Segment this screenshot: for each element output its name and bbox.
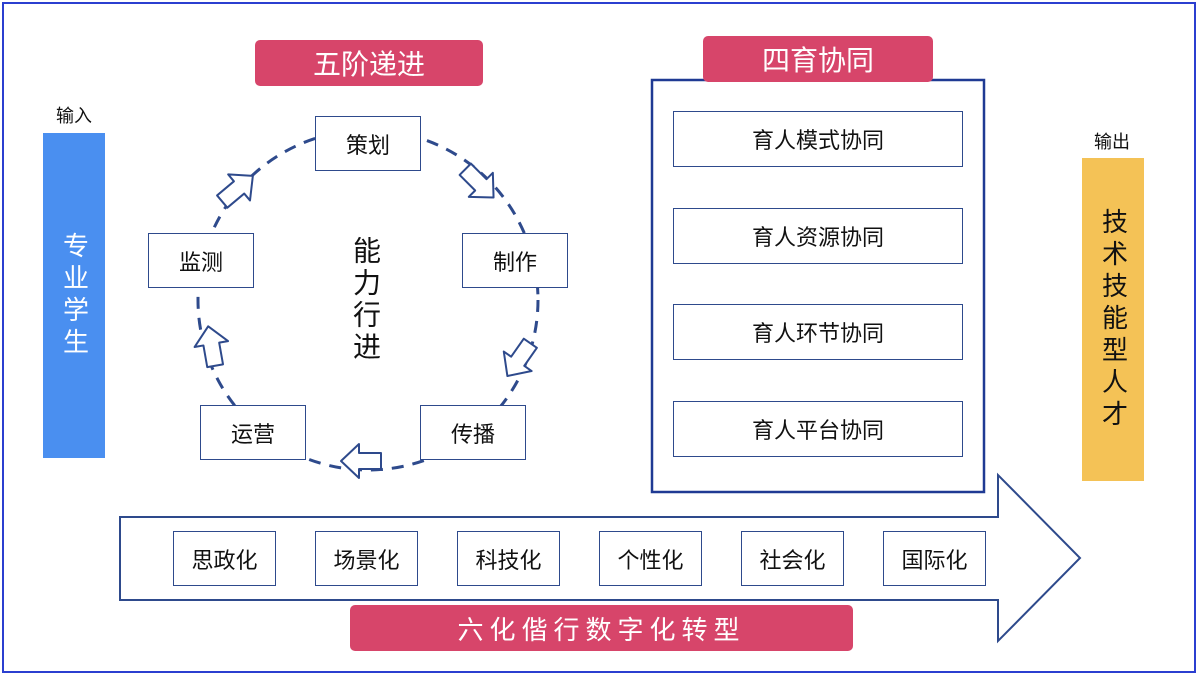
cycle-step-make: 制作 bbox=[462, 233, 568, 288]
cycle-step-operate: 运营 bbox=[200, 405, 306, 460]
cycle-step-monitor: 监测 bbox=[148, 233, 254, 288]
collab-title: 四育协同 bbox=[703, 36, 933, 82]
arrow-plan-to-make bbox=[458, 162, 495, 199]
collab-item-platform: 育人平台协同 bbox=[673, 401, 963, 457]
transform-title: 六化偕行数字化转型 bbox=[350, 605, 853, 651]
cycle-center-text: 能力行进 bbox=[349, 236, 382, 364]
arrow-spread-to-operate bbox=[340, 443, 382, 479]
transform-item-scenario: 场景化 bbox=[315, 531, 418, 586]
input-label: 输入 bbox=[56, 106, 92, 127]
cycle-step-spread: 传播 bbox=[420, 405, 526, 460]
transform-item-technology: 科技化 bbox=[457, 531, 560, 586]
arrow-operate-to-monitor bbox=[193, 325, 230, 369]
transform-item-social: 社会化 bbox=[741, 531, 844, 586]
output-label: 输出 bbox=[1094, 132, 1130, 153]
cycle-step-plan: 策划 bbox=[315, 116, 421, 171]
output-bar-skilled-talent: 技术技能型人才 bbox=[1082, 158, 1144, 481]
collab-item-model: 育人模式协同 bbox=[673, 111, 963, 167]
input-bar-specialty-students: 专业学生 bbox=[43, 133, 105, 458]
transform-item-personalization: 个性化 bbox=[599, 531, 702, 586]
transform-item-international: 国际化 bbox=[883, 531, 986, 586]
transform-item-ideology: 思政化 bbox=[173, 531, 276, 586]
cycle-arrows bbox=[193, 162, 538, 479]
cycle-title: 五阶递进 bbox=[255, 40, 483, 86]
collab-item-resource: 育人资源协同 bbox=[673, 208, 963, 264]
collab-item-stage: 育人环节协同 bbox=[673, 304, 963, 360]
arrow-monitor-to-plan bbox=[216, 173, 254, 209]
arrow-make-to-spread bbox=[502, 337, 538, 378]
